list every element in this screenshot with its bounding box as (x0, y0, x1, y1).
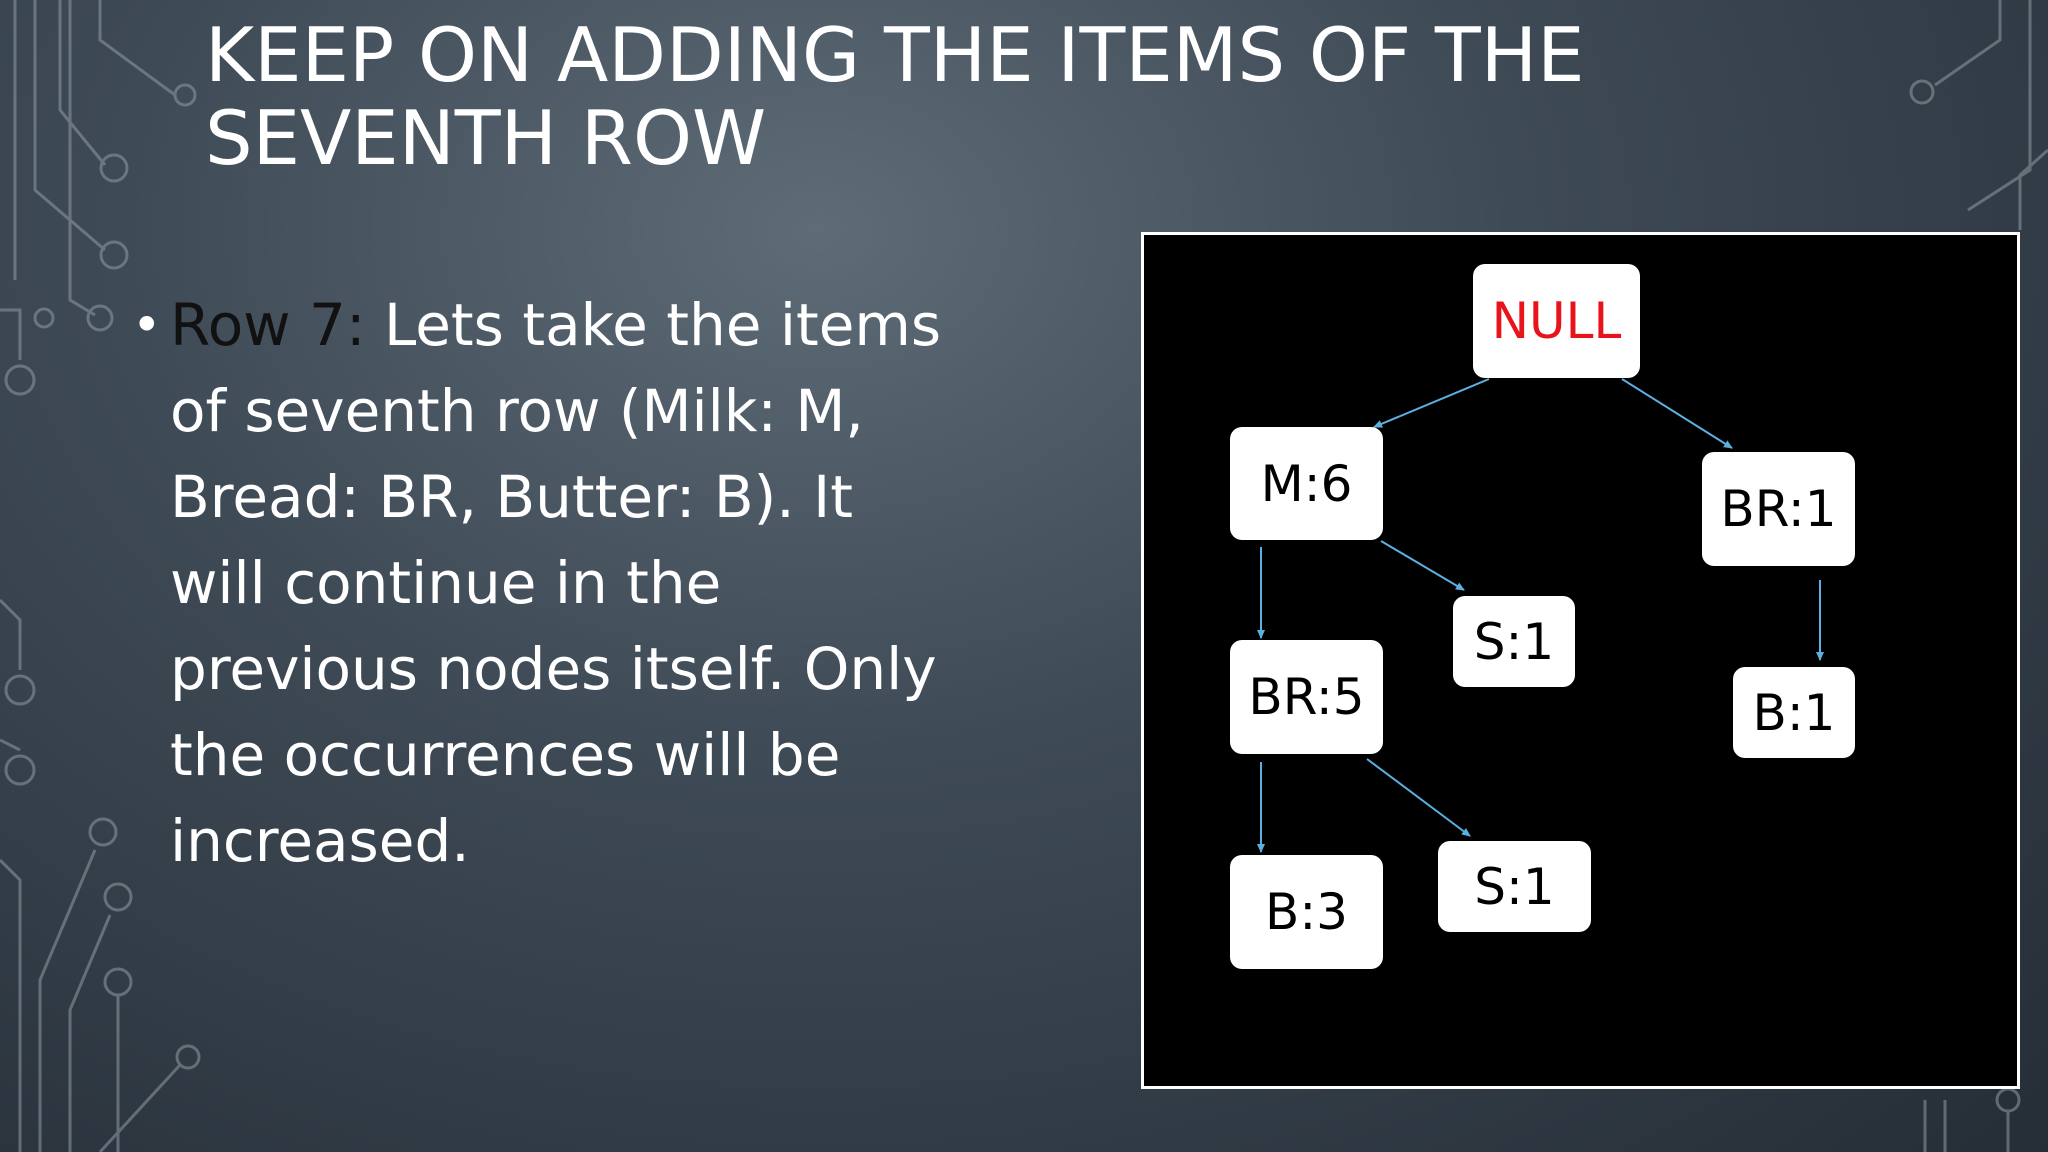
tree-node-br-right: BR:1 (1702, 452, 1855, 566)
tree-node-s-under-br: S:1 (1438, 841, 1591, 932)
bullet-body-text: Lets take the items of seventh row (Milk… (170, 291, 942, 875)
tree-edges (1257, 378, 1824, 853)
tree-node-m: M:6 (1230, 427, 1383, 540)
bullet-dot: • (132, 296, 162, 354)
fp-tree-diagram: NULL M:6 BR:1 S:1 BR:5 B:1 B:3 S:1 (1141, 232, 2020, 1089)
row-label: Row 7 (170, 291, 346, 359)
tree-node-s-under-m: S:1 (1453, 596, 1575, 687)
tree-node-null-root: NULL (1473, 264, 1640, 378)
tree-node-b-under-br-right: B:1 (1733, 667, 1855, 758)
edge-null-to-br-right (1621, 378, 1733, 449)
row-label-colon: : (345, 291, 366, 359)
tree-node-br-under-m: BR:5 (1230, 640, 1383, 754)
bullet-item: Row 7: Lets take the items of seventh ro… (170, 282, 950, 884)
edge-m-to-s (1380, 540, 1465, 591)
edge-br-to-s (1366, 758, 1471, 837)
edge-null-to-m (1373, 378, 1490, 428)
tree-node-b-under-br: B:3 (1230, 855, 1383, 969)
slide-title: KEEP ON ADDING THE ITEMS OF THE SEVENTH … (205, 11, 1585, 182)
